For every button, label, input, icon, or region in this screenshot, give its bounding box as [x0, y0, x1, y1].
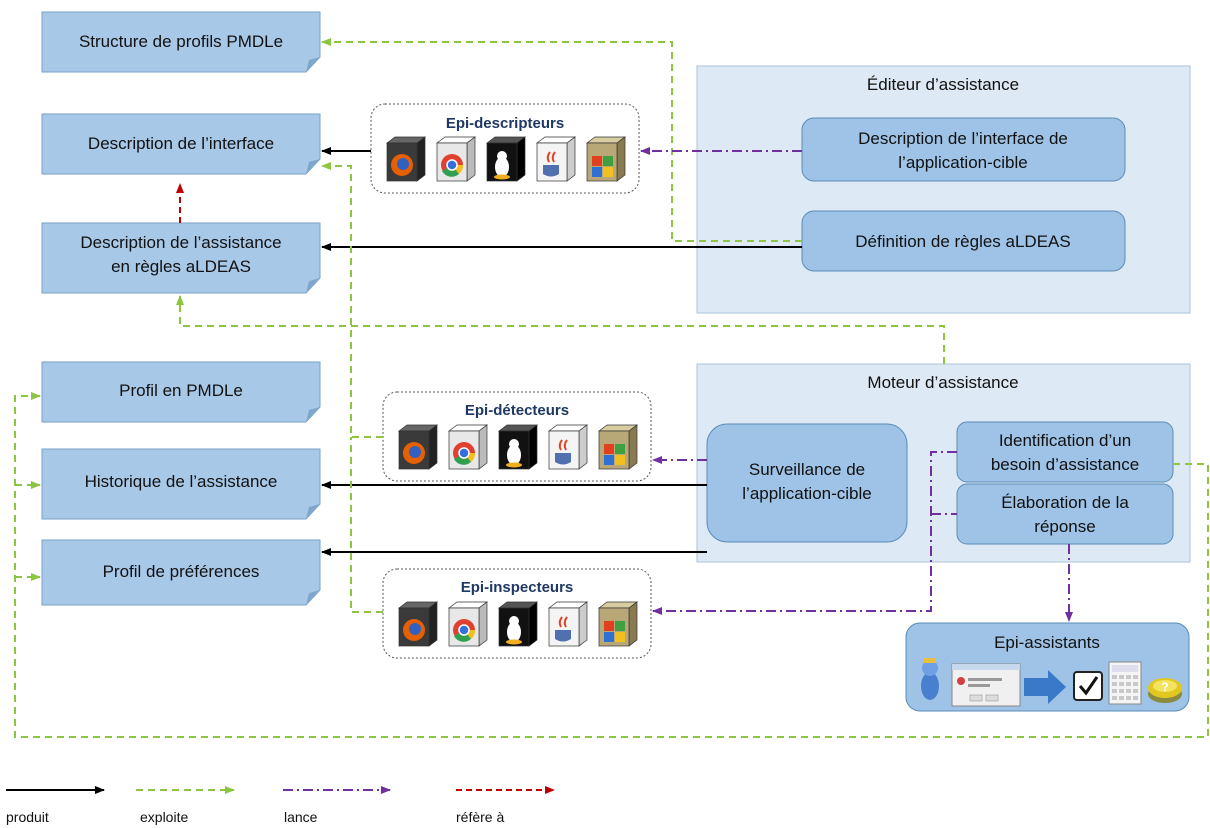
java-icon	[547, 601, 589, 647]
legend-exploite: exploite	[136, 786, 235, 825]
legend-refere: réfère à	[456, 786, 555, 825]
firefox-icon	[397, 601, 439, 647]
chrome-icon	[447, 601, 489, 647]
box-description-interface-cible: Description de l’interface de l’applicat…	[801, 117, 1126, 182]
chrome-icon	[447, 424, 489, 470]
chrome-icon	[435, 136, 477, 182]
arrow-right-icon	[1024, 670, 1066, 704]
group-epi-inspecteurs: Epi-inspecteurs	[382, 568, 652, 659]
group-epi-descripteurs: Epi-descripteurs	[370, 103, 640, 194]
genie-icon	[921, 658, 939, 700]
doc-description-interface: Description de l’interface	[41, 113, 321, 175]
svg-text:Epi-détecteurs: Epi-détecteurs	[465, 402, 569, 419]
calculator-icon	[1108, 661, 1142, 705]
svg-text:exploite: exploite	[140, 809, 188, 825]
svg-text:Epi-descripteurs: Epi-descripteurs	[446, 115, 564, 132]
svg-text:Définition de règles aLDEAS: Définition de règles aLDEAS	[855, 232, 1070, 251]
linux-icon	[497, 424, 539, 470]
java-icon	[547, 424, 589, 470]
windows-icon	[597, 601, 639, 647]
checkbox-icon	[1073, 671, 1103, 701]
doc-profil-preferences: Profil de préférences	[41, 539, 321, 606]
svg-text:réponse: réponse	[1034, 517, 1095, 536]
legend-produit: produit	[6, 786, 105, 825]
svg-text:lance: lance	[284, 809, 318, 825]
arrows-lance	[640, 147, 1073, 622]
firefox-icon	[385, 136, 427, 182]
doc-structure-profils: Structure de profils PMDLe	[41, 11, 321, 73]
moteur-title: Moteur d’assistance	[867, 373, 1018, 392]
svg-text:besoin d’assistance: besoin d’assistance	[991, 455, 1139, 474]
group-epi-detecteurs: Epi-détecteurs	[382, 391, 652, 482]
windows-icon	[585, 136, 627, 182]
svg-text:Profil en PMDLe: Profil en PMDLe	[119, 381, 243, 400]
box-identification: Identification d’un besoin d’assistance	[956, 421, 1174, 483]
dialog-icon	[951, 663, 1021, 707]
svg-text:Epi-inspecteurs: Epi-inspecteurs	[461, 579, 574, 596]
doc-profil-pmdle: Profil en PMDLe	[41, 361, 321, 423]
doc-historique: Historique de l’assistance	[41, 448, 321, 520]
svg-text:Profil de préférences: Profil de préférences	[103, 562, 260, 581]
arrows-produit	[321, 147, 802, 556]
svg-text:Structure de profils PMDLe: Structure de profils PMDLe	[79, 32, 283, 51]
svg-text:Historique de l’assistance: Historique de l’assistance	[85, 472, 278, 491]
svg-text:Description de l’interface de: Description de l’interface de	[858, 129, 1068, 148]
svg-text:Description de l’interface: Description de l’interface	[88, 134, 274, 153]
group-epi-assistants: Epi-assistants	[905, 622, 1190, 712]
legend: produit exploite lance réfère à	[6, 786, 555, 825]
svg-text:Description de l’assistance: Description de l’assistance	[80, 233, 281, 252]
svg-text:l’application-cible: l’application-cible	[898, 153, 1027, 172]
java-icon	[535, 136, 577, 182]
svg-text:produit: produit	[6, 809, 49, 825]
svg-text:Identification d’un: Identification d’un	[999, 431, 1131, 450]
svg-text:Epi-assistants: Epi-assistants	[994, 633, 1100, 652]
svg-text:Élaboration de la: Élaboration de la	[1001, 493, 1129, 512]
box-definition-regles: Définition de règles aLDEAS	[801, 210, 1126, 272]
svg-text:Surveillance de: Surveillance de	[749, 460, 865, 479]
svg-text:?: ?	[1161, 680, 1168, 694]
legend-lance: lance	[283, 786, 391, 825]
firefox-icon	[397, 424, 439, 470]
editeur-title: Éditeur d’assistance	[867, 75, 1019, 94]
windows-icon	[597, 424, 639, 470]
editeur-panel	[696, 65, 1191, 314]
box-surveillance: Surveillance de l’application-cible	[706, 423, 908, 543]
doc-description-assistance: Description de l’assistance en règles aL…	[41, 222, 321, 294]
linux-icon	[497, 601, 539, 647]
help-button-icon: ?	[1148, 678, 1182, 703]
svg-text:en règles aLDEAS: en règles aLDEAS	[111, 257, 251, 276]
svg-text:réfère à: réfère à	[456, 809, 504, 825]
svg-text:l’application-cible: l’application-cible	[742, 484, 871, 503]
linux-icon	[485, 136, 527, 182]
arrows-exploite	[14, 38, 1209, 738]
box-elaboration: Élaboration de la réponse	[956, 483, 1174, 545]
